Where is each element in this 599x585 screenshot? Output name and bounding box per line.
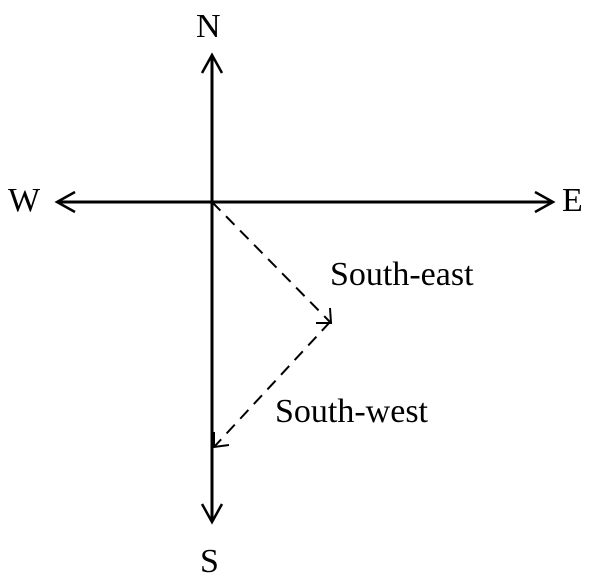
south-arrowhead [200,503,224,525]
south-label: S [200,543,219,580]
south-east-arrowhead [316,307,333,324]
south-east-path [211,201,331,323]
east-label: E [562,182,583,219]
south-west-path [213,321,331,448]
north-arrowhead [200,52,224,74]
south-west-label: South-west [275,393,428,430]
west-arrowhead [54,190,76,214]
south-west-arrowhead [213,432,230,449]
west-label: W [8,182,41,219]
east-arrowhead [534,190,556,214]
north-label: N [196,8,221,45]
south-east-label: South-east [330,256,474,293]
